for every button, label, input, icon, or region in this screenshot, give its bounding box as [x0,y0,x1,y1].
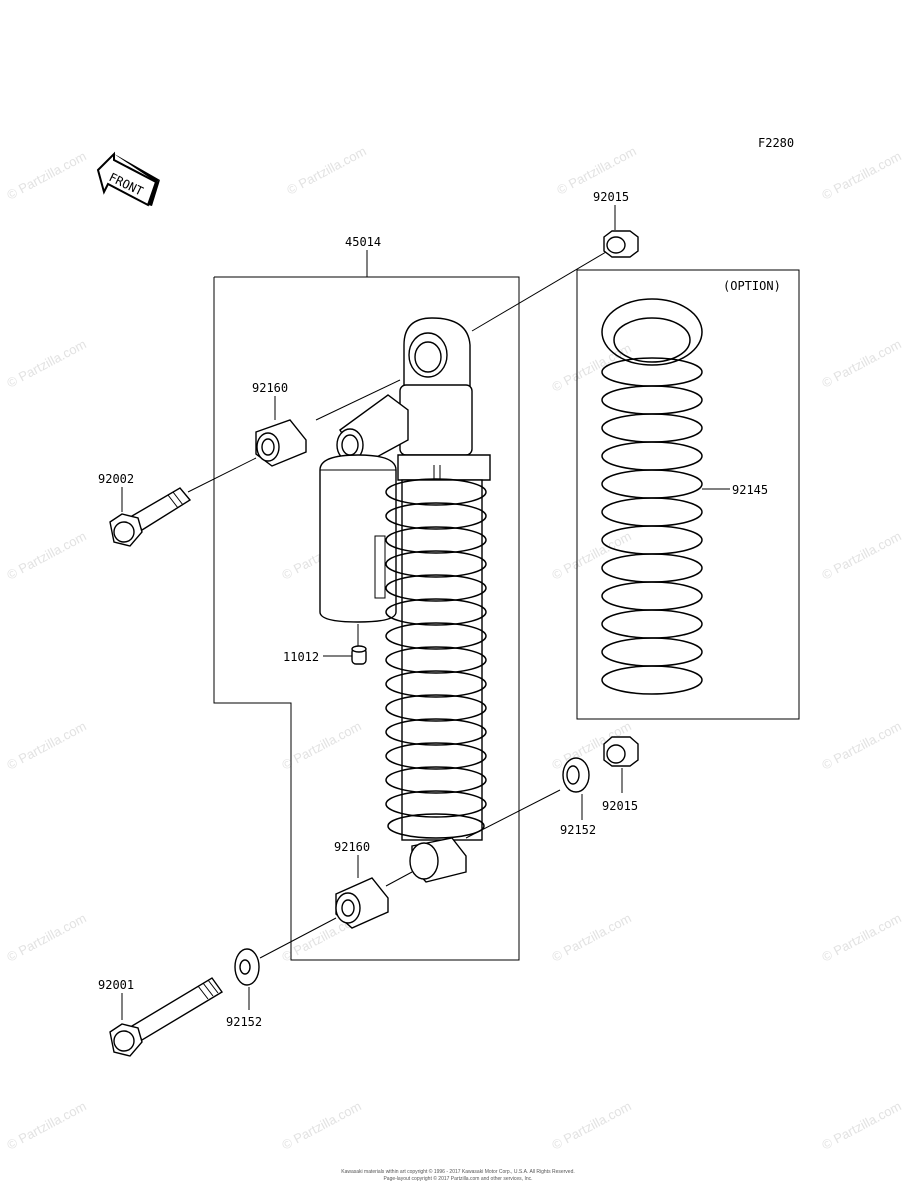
watermark: © Partzilla.com [819,910,903,964]
option-box [576,269,800,720]
watermark: © Partzilla.com [4,148,88,202]
callout-92152-right[interactable]: 92152 [560,823,596,837]
shock-absorber[interactable] [319,317,491,841]
callout-92002[interactable]: 92002 [98,472,134,486]
watermark: © Partzilla.com [4,910,88,964]
bolt-upper[interactable] [109,487,192,547]
front-arrow-icon: FRONT [96,151,160,207]
bushing-upper[interactable] [255,419,307,467]
assembly-bracket [213,276,520,961]
watermark: © Partzilla.com [819,528,903,582]
watermark: © Partzilla.com [819,1098,903,1152]
watermark: © Partzilla.com [819,336,903,390]
lower-eye-collar[interactable] [409,837,467,883]
washer-lower[interactable] [234,948,260,986]
option-spring[interactable] [601,298,703,695]
watermark: © Partzilla.com [819,148,903,202]
watermark: © Partzilla.com [4,336,88,390]
callout-92015-lower[interactable]: 92015 [602,799,638,813]
collar-lower[interactable] [603,736,639,767]
watermark: © Partzilla.com [4,528,88,582]
callout-92152-lower[interactable]: 92152 [226,1015,262,1029]
callout-92145[interactable]: 92145 [732,483,768,497]
footer-layout: Page-layout copyright © 2017 Partzilla.c… [383,1175,532,1182]
watermark: © Partzilla.com [549,340,633,394]
callout-92001[interactable]: 92001 [98,978,134,992]
footer-copyright: Kawasaki materials within art copyright … [341,1168,575,1175]
callout-92160-lower[interactable]: 92160 [334,840,370,854]
watermark: © Partzilla.com [279,718,363,772]
washer-right[interactable] [562,757,590,793]
watermark: © Partzilla.com [549,1098,633,1152]
bushing-lower[interactable] [335,877,389,929]
figure-code: F2280 [758,136,794,150]
collar-top[interactable] [603,230,639,258]
cap[interactable] [351,645,367,665]
watermark: © Partzilla.com [549,528,633,582]
watermark: © Partzilla.com [284,143,368,197]
callout-11012[interactable]: 11012 [283,650,319,664]
option-label: (OPTION) [723,279,781,293]
callout-92160-upper[interactable]: 92160 [252,381,288,395]
watermark: © Partzilla.com [819,718,903,772]
callout-45014[interactable]: 45014 [345,235,381,249]
watermark: © Partzilla.com [279,1098,363,1152]
watermark: © Partzilla.com [4,718,88,772]
callout-92015-top[interactable]: 92015 [593,190,629,204]
bolt-lower[interactable] [109,977,224,1057]
watermark: © Partzilla.com [4,1098,88,1152]
watermark: © Partzilla.com [549,910,633,964]
shock-spring [385,478,487,839]
